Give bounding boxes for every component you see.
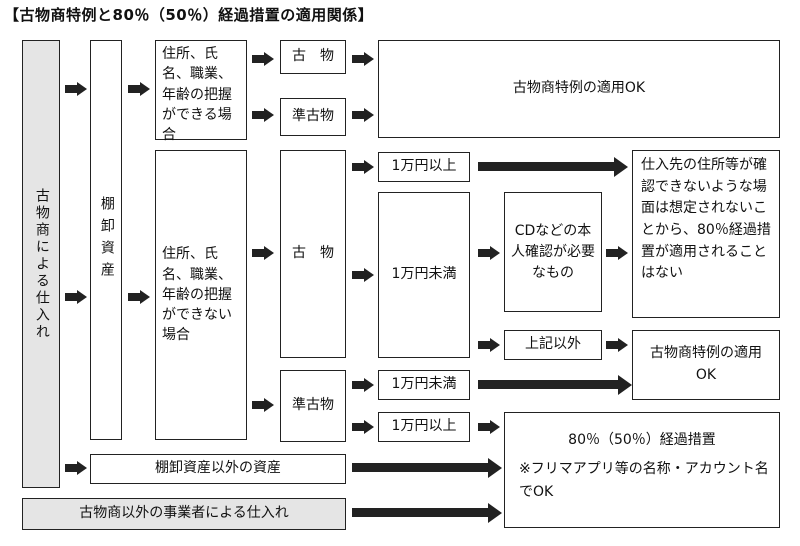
- arrow-right-icon: [252, 246, 274, 260]
- arrow-right-icon: [65, 290, 87, 304]
- arrow-right-icon: [352, 52, 374, 66]
- arrow-right-icon: [352, 268, 374, 282]
- long-arrow-icon: [478, 157, 628, 177]
- arrow-right-icon: [606, 338, 628, 352]
- cd-id-label: CDなどの本人確認が必要なもの: [511, 222, 595, 281]
- transition-box: 80％（50％）経過措置 ※フリマアプリ等の名称・アカウント名でOK: [504, 412, 780, 528]
- arrow-right-icon: [606, 246, 628, 260]
- arrow-right-icon: [352, 108, 374, 122]
- under-10k-a-label: 1万円未満: [391, 266, 457, 283]
- condition-identified-box: 住所、氏名、職業、年齢の把握ができる場合: [155, 40, 247, 144]
- arrow-right-icon: [478, 338, 500, 352]
- arrow-right-icon: [65, 82, 87, 96]
- other-than-box: 上記以外: [504, 330, 602, 360]
- inventory-box: 棚卸資産: [90, 40, 122, 440]
- other-business-label: 古物商以外の事業者による仕入れ: [79, 505, 289, 522]
- result-ok-top-box: 古物商特例の適用OK: [378, 40, 780, 138]
- over-10k-b-label: 1万円以上: [391, 418, 457, 435]
- kobutsu-purchase-box: 古物商による仕入れ: [22, 40, 60, 488]
- over-10k-a-label: 1万円以上: [391, 158, 457, 175]
- arrow-right-icon: [128, 82, 150, 96]
- long-arrow-icon: [352, 458, 502, 478]
- result-ok-mid-label: 古物商特例の適用OK: [650, 345, 762, 383]
- non-inventory-box: 棚卸資産以外の資産: [90, 454, 346, 484]
- arrow-right-icon: [352, 378, 374, 392]
- arrow-right-icon: [478, 246, 500, 260]
- arrow-right-icon: [252, 108, 274, 122]
- other-business-box: 古物商以外の事業者による仕入れ: [22, 498, 346, 530]
- under-10k-b-label: 1万円未満: [391, 376, 457, 393]
- long-arrow-icon: [352, 503, 502, 523]
- kobutsu-mid-box: 古 物: [280, 150, 346, 358]
- no-transition-box: 仕入先の住所等が確認できないような場面は想定されないことから、80％経過措置が適…: [632, 150, 780, 318]
- other-than-label: 上記以外: [525, 336, 581, 353]
- kobutsu-purchase-label: 古物商による仕入れ: [33, 187, 50, 341]
- diagram-title: 【古物商特例と80％（50％）経過措置の適用関係】: [4, 6, 374, 24]
- junkobutsu-bottom-box: 準古物: [280, 370, 346, 442]
- transition-note: ※フリマアプリ等の名称・アカウント名でOK: [519, 461, 769, 501]
- junkobutsu-top-box: 準古物: [280, 98, 346, 136]
- condition-not-identified-box: 住所、氏名、職業、年齢の把握ができない場合: [155, 150, 247, 440]
- over-10k-a-box: 1万円以上: [378, 152, 470, 182]
- kobutsu-top-box: 古 物: [280, 40, 346, 74]
- inventory-label: 棚卸資産: [98, 196, 115, 284]
- arrow-right-icon: [352, 420, 374, 434]
- transition-title: 80％（50％）経過措置: [568, 432, 716, 448]
- arrow-right-icon: [252, 398, 274, 412]
- under-10k-a-box: 1万円未満: [378, 192, 470, 358]
- arrow-right-icon: [65, 461, 87, 475]
- kobutsu-top-label: 古 物: [292, 48, 334, 65]
- junkobutsu-bottom-label: 準古物: [292, 397, 334, 414]
- result-ok-top-label: 古物商特例の適用OK: [512, 80, 646, 97]
- arrow-right-icon: [252, 52, 274, 66]
- kobutsu-mid-label: 古 物: [292, 245, 334, 262]
- over-10k-b-box: 1万円以上: [378, 412, 470, 442]
- cd-id-box: CDなどの本人確認が必要なもの: [504, 192, 602, 312]
- no-transition-text: 仕入先の住所等が確認できないような場面は想定されないことから、80％経過措置が適…: [641, 157, 771, 282]
- junkobutsu-top-label: 準古物: [292, 108, 334, 125]
- under-10k-b-box: 1万円未満: [378, 370, 470, 400]
- arrow-right-icon: [478, 420, 500, 434]
- long-arrow-icon: [478, 375, 632, 395]
- condition-not-identified-text: 住所、氏名、職業、年齢の把握ができない場合: [162, 246, 232, 344]
- result-ok-mid-box: 古物商特例の適用OK: [632, 330, 780, 400]
- arrow-right-icon: [352, 160, 374, 174]
- condition-identified-text: 住所、氏名、職業、年齢の把握ができる場合: [162, 46, 232, 144]
- non-inventory-label: 棚卸資産以外の資産: [155, 460, 281, 477]
- arrow-right-icon: [128, 290, 150, 304]
